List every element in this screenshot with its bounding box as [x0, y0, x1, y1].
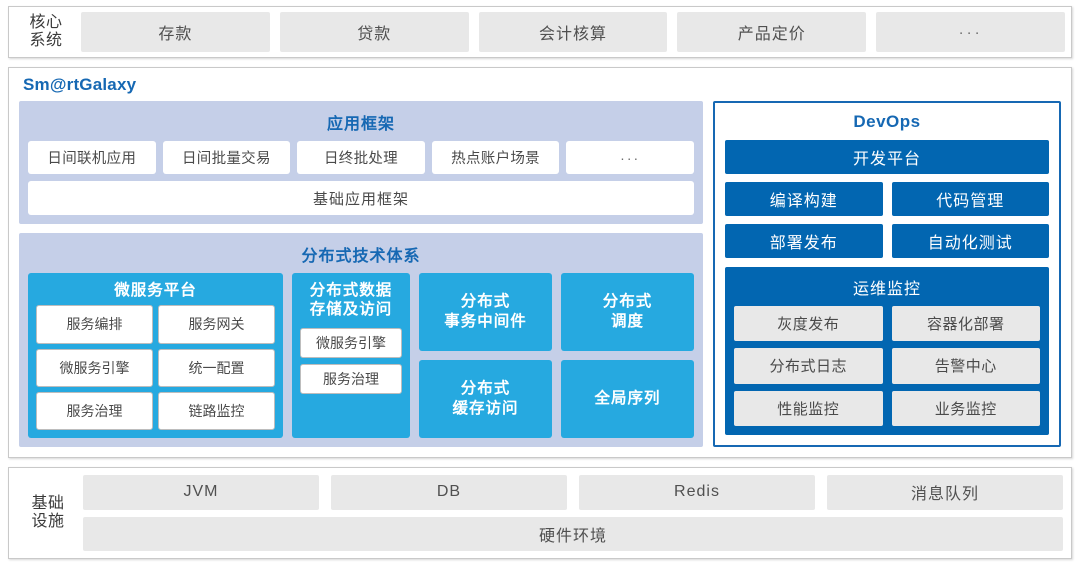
- core-system-tile-loan[interactable]: 贷款: [279, 12, 469, 52]
- app-tile-daytime-online[interactable]: 日间联机应用: [28, 141, 156, 174]
- ms-item-trace-monitor[interactable]: 链路监控: [158, 391, 275, 430]
- app-tile-base-framework[interactable]: 基础应用框架: [28, 181, 694, 215]
- ms-item-governance[interactable]: 服务治理: [36, 391, 153, 430]
- microservice-platform-title: 微服务平台: [114, 282, 197, 299]
- ops-tile-gray-release[interactable]: 灰度发布: [734, 306, 883, 342]
- ops-tile-business-monitor[interactable]: 业务监控: [891, 390, 1040, 426]
- distributed-tech-box: 分布式技术体系 微服务平台 服务编排 服务网关 微服务引擎 统一配置 服务治理: [19, 233, 703, 447]
- infrastructure-content: JVM DB Redis 消息队列 硬件环境: [79, 475, 1063, 551]
- infrastructure-tiles: JVM DB Redis 消息队列: [83, 475, 1063, 510]
- application-framework-box: 应用框架 日间联机应用 日间批量交易 日终批处理 热点账户场景 ··· 基础应用…: [19, 101, 703, 224]
- ops-monitoring-items: 灰度发布 容器化部署 分布式日志 告警中心 性能监控 业务监控: [734, 306, 1040, 426]
- infra-tile-db[interactable]: DB: [331, 475, 567, 510]
- storage-item-governance[interactable]: 服务治理: [300, 363, 402, 394]
- app-tile-eod-batch[interactable]: 日终批处理: [297, 141, 425, 174]
- core-system-tile-more[interactable]: ···: [876, 12, 1065, 52]
- devops-panel: DevOps 开发平台 编译构建 代码管理 部署发布 自动化测试 运维监控 灰度…: [713, 101, 1061, 447]
- devops-tile-automated-testing[interactable]: 自动化测试: [891, 224, 1049, 258]
- devops-tile-build[interactable]: 编译构建: [725, 182, 883, 216]
- infra-tile-message-queue[interactable]: 消息队列: [827, 475, 1063, 510]
- infra-tile-jvm[interactable]: JVM: [83, 475, 319, 510]
- tile-seq-line1: 全局序列: [594, 389, 661, 407]
- devops-tile-dev-platform[interactable]: 开发平台: [725, 140, 1049, 174]
- infra-tile-hardware-environment[interactable]: 硬件环境: [83, 516, 1063, 551]
- infrastructure-label-line2: 设施: [31, 513, 65, 530]
- ms-item-orchestration[interactable]: 服务编排: [36, 305, 153, 344]
- tile-cache-line2: 缓存访问: [452, 400, 519, 417]
- smartgalaxy-body: 应用框架 日间联机应用 日间批量交易 日终批处理 热点账户场景 ··· 基础应用…: [19, 101, 1061, 447]
- ms-item-engine[interactable]: 微服务引擎: [36, 348, 153, 387]
- tile-dtx-line2: 事务中间件: [444, 313, 527, 330]
- distributed-tech-columns: 微服务平台 服务编排 服务网关 微服务引擎 统一配置 服务治理 链路监控: [28, 273, 694, 438]
- ms-item-gateway[interactable]: 服务网关: [158, 305, 275, 344]
- core-systems-label-line2: 系统: [29, 32, 63, 49]
- core-systems-label-line1: 核心: [29, 14, 63, 32]
- storage-item-engine[interactable]: 微服务引擎: [300, 327, 402, 358]
- ops-tile-distributed-logging[interactable]: 分布式日志: [734, 348, 883, 384]
- ms-item-unified-config[interactable]: 统一配置: [158, 348, 275, 387]
- distributed-storage-items: 微服务引擎 服务治理: [300, 327, 402, 430]
- microservice-platform-box: 微服务平台 服务编排 服务网关 微服务引擎 统一配置 服务治理 链路监控: [28, 273, 283, 438]
- tile-cache-line1: 分布式: [460, 379, 511, 397]
- infrastructure-panel: 基础 设施 JVM DB Redis 消息队列 硬件环境: [8, 467, 1072, 559]
- distributed-storage-title-line2: 存储及访问: [309, 301, 393, 319]
- tile-distributed-cache-access[interactable]: 分布式 缓存访问: [419, 360, 552, 438]
- devops-tile-code-management[interactable]: 代码管理: [891, 182, 1049, 216]
- infra-tile-redis[interactable]: Redis: [579, 475, 815, 510]
- ops-monitoring-title: 运维监控: [852, 281, 921, 298]
- app-tile-daytime-batch[interactable]: 日间批量交易: [162, 141, 291, 174]
- distributed-storage-title-line1: 分布式数据: [309, 282, 393, 299]
- ops-monitoring-box: 运维监控 灰度发布 容器化部署 分布式日志 告警中心 性能监控 业务监控: [725, 267, 1049, 435]
- smartgalaxy-panel: Sm@rtGalaxy 应用框架 日间联机应用 日间批量交易 日终批处理 热点账…: [8, 67, 1072, 458]
- core-systems-label: 核心 系统: [15, 12, 77, 52]
- devops-row-2: 部署发布 自动化测试: [725, 224, 1049, 258]
- ops-tile-alert-center[interactable]: 告警中心: [891, 348, 1040, 384]
- distributed-column-4: 分布式 调度 全局序列: [561, 273, 694, 438]
- distributed-tech-title: 分布式技术体系: [301, 248, 421, 265]
- ops-tile-performance-monitor[interactable]: 性能监控: [734, 390, 883, 426]
- infrastructure-label-line1: 基础: [31, 495, 65, 513]
- infrastructure-label: 基础 设施: [17, 475, 79, 551]
- app-tile-more[interactable]: ···: [566, 141, 694, 174]
- distributed-storage-title: 分布式数据 存储及访问: [300, 275, 402, 328]
- tile-dtx-line1: 分布式: [460, 292, 511, 310]
- ops-tile-containerized-deploy[interactable]: 容器化部署: [891, 306, 1040, 342]
- tile-sched-line1: 分布式: [602, 292, 653, 310]
- smartgalaxy-left-column: 应用框架 日间联机应用 日间批量交易 日终批处理 热点账户场景 ··· 基础应用…: [19, 101, 703, 447]
- devops-row-1: 编译构建 代码管理: [725, 182, 1049, 216]
- devops-title: DevOps: [853, 112, 921, 131]
- core-systems-panel: 核心 系统 存款 贷款 会计核算 产品定价 ···: [8, 6, 1072, 58]
- devops-tile-deploy-release[interactable]: 部署发布: [725, 224, 883, 258]
- microservice-platform-items: 服务编排 服务网关 微服务引擎 统一配置 服务治理 链路监控: [36, 305, 275, 430]
- smartgalaxy-title: Sm@rtGalaxy: [23, 75, 137, 94]
- tile-distributed-scheduling[interactable]: 分布式 调度: [561, 273, 694, 351]
- tile-distributed-transaction-middleware[interactable]: 分布式 事务中间件: [419, 273, 552, 351]
- core-system-tile-deposit[interactable]: 存款: [81, 12, 270, 52]
- application-framework-title: 应用框架: [326, 116, 395, 133]
- tile-global-sequence[interactable]: 全局序列: [561, 360, 694, 438]
- distributed-storage-box: 分布式数据 存储及访问 微服务引擎 服务治理: [292, 273, 410, 438]
- distributed-column-3: 分布式 事务中间件 分布式 缓存访问: [419, 273, 552, 438]
- core-system-tile-pricing[interactable]: 产品定价: [677, 12, 867, 52]
- app-tile-hot-account[interactable]: 热点账户场景: [431, 141, 560, 174]
- application-framework-tiles: 日间联机应用 日间批量交易 日终批处理 热点账户场景 ···: [28, 141, 694, 174]
- infrastructure-hardware-row: 硬件环境: [83, 516, 1063, 551]
- core-system-tile-accounting[interactable]: 会计核算: [478, 12, 668, 52]
- core-systems-tiles: 存款 贷款 会计核算 产品定价 ···: [77, 12, 1065, 52]
- tile-sched-line2: 调度: [610, 313, 644, 330]
